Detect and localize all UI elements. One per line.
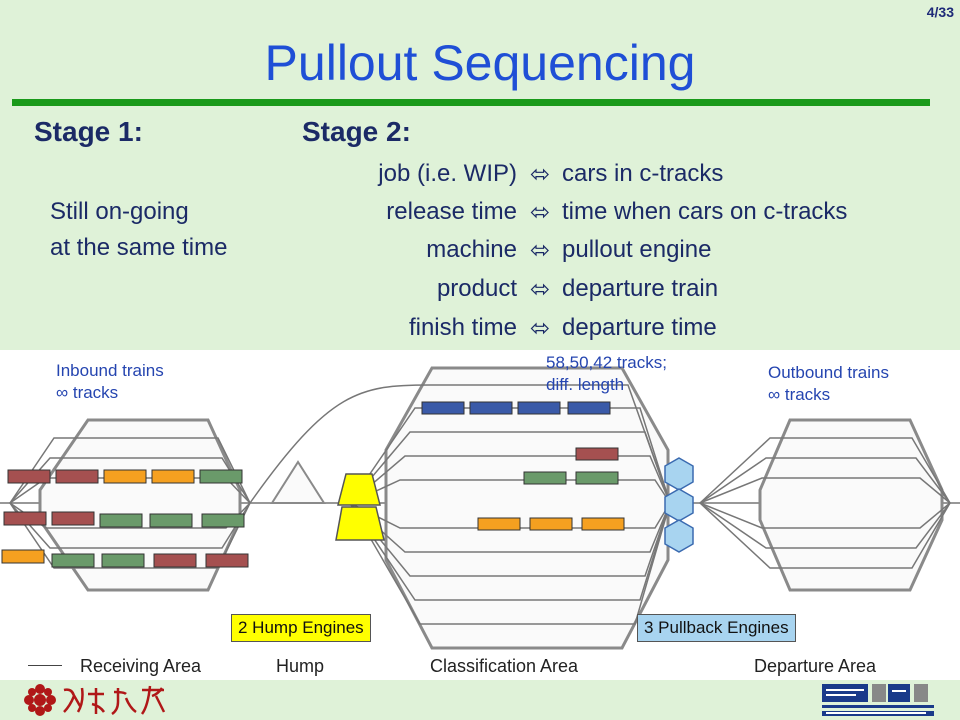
classification-label: 58,50,42 tracks; diff. length xyxy=(546,352,667,396)
informs-ras-logo xyxy=(822,684,934,716)
outbound-label-line1: Outbound trains xyxy=(768,363,889,382)
mapping-lhs: finish time xyxy=(408,314,517,341)
stage2-heading: Stage 2: xyxy=(302,116,411,147)
freight-car-orange xyxy=(477,517,521,531)
freight-car-blue xyxy=(421,401,465,415)
freight-car-green xyxy=(51,553,95,568)
mapping-rhs: time when cars on c-tracks xyxy=(562,198,848,225)
freight-car-red xyxy=(575,447,619,461)
classification-cars xyxy=(421,401,625,531)
double-arrow-icon: ⬄ xyxy=(529,199,551,226)
mapping-rhs: pullout engine xyxy=(562,236,712,263)
freight-car-green xyxy=(199,469,243,484)
rail-yard-drawing xyxy=(0,366,960,650)
inbound-cars-row1 xyxy=(7,469,243,484)
classification-label-line1: 58,50,42 tracks; xyxy=(546,353,667,372)
mapping-row-machine: machine ⬄ pullout engine xyxy=(0,236,960,266)
departure-yard-tracks xyxy=(699,437,951,569)
freight-car-red xyxy=(153,553,197,568)
double-arrow-icon: ⬄ xyxy=(529,161,551,188)
freight-car-red xyxy=(55,469,99,484)
freight-car-orange xyxy=(1,549,45,564)
mapping-lhs: job (i.e. WIP) xyxy=(378,160,517,187)
freight-car-orange xyxy=(581,517,625,531)
double-arrow-icon: ⬄ xyxy=(529,315,551,342)
freight-car-blue xyxy=(517,401,561,415)
mapping-row-finish-time: finish time ⬄ departure time xyxy=(0,314,960,344)
hump-engine-icons xyxy=(335,473,385,541)
mapping-row-product: product ⬄ departure train xyxy=(0,275,960,305)
freight-car-orange xyxy=(529,517,573,531)
pullback-engine-icon xyxy=(664,457,694,491)
mapping-lhs: product xyxy=(436,275,517,302)
mapping-rhs: departure time xyxy=(562,314,717,341)
freight-car-green xyxy=(99,513,143,528)
mapping-lhs: machine xyxy=(426,236,517,263)
hump-engine-icon xyxy=(337,473,381,506)
classification-label-line2: diff. length xyxy=(546,375,625,394)
freight-car-red xyxy=(205,553,249,568)
freight-car-green xyxy=(101,553,145,568)
inbound-label: Inbound trains ∞ tracks xyxy=(56,360,164,404)
inbound-cars-row2 xyxy=(3,511,245,528)
freight-car-red xyxy=(7,469,51,484)
mapping-row-release-time: release time ⬄ time when cars on c-track… xyxy=(0,198,960,228)
university-seal-logo xyxy=(24,684,166,716)
mapping-row-job: job (i.e. WIP) ⬄ cars in c-tracks xyxy=(0,160,960,190)
pullback-engines-label: 3 Pullback Engines xyxy=(637,614,796,642)
freight-car-red xyxy=(51,511,95,526)
freight-car-green xyxy=(149,513,193,528)
freight-car-blue xyxy=(567,401,611,415)
footer xyxy=(0,680,960,720)
inbound-cars-row3 xyxy=(1,549,249,568)
rail-yard-diagram xyxy=(0,350,960,680)
area-label-departure: Departure Area xyxy=(754,656,877,676)
footer-line xyxy=(28,665,62,666)
freight-car-red xyxy=(3,511,47,526)
pullback-engine-icons xyxy=(664,457,694,553)
freight-car-green xyxy=(201,513,245,528)
stage1-heading: Stage 1: xyxy=(34,116,143,147)
mapping-rhs: cars in c-tracks xyxy=(562,160,724,187)
hump-engines-label: 2 Hump Engines xyxy=(231,614,371,642)
pullback-engine-icon xyxy=(664,488,694,522)
freight-car-green xyxy=(575,471,619,485)
freight-car-green xyxy=(523,471,567,485)
freight-car-orange xyxy=(151,469,195,484)
freight-car-blue xyxy=(469,401,513,415)
inbound-label-line2: ∞ tracks xyxy=(56,383,119,402)
stage1-note-line1: Still on-going xyxy=(50,198,189,225)
area-label-receiving: Receiving Area xyxy=(80,656,202,676)
mapping-rhs: departure train xyxy=(562,275,719,302)
double-arrow-icon: ⬄ xyxy=(529,237,551,264)
mapping-lhs: release time xyxy=(386,198,517,225)
area-label-hump: Hump xyxy=(276,656,325,676)
hump-engine-icon xyxy=(335,506,385,541)
freight-car-orange xyxy=(103,469,147,484)
outbound-label-line2: ∞ tracks xyxy=(768,385,831,404)
pullback-engine-icon xyxy=(664,519,694,553)
slide-title: Pullout Sequencing xyxy=(264,35,696,91)
title-rule xyxy=(12,99,930,106)
outbound-label: Outbound trains ∞ tracks xyxy=(768,362,889,406)
page-number: 4/33 xyxy=(926,4,954,20)
area-label-classification: Classification Area xyxy=(430,656,579,676)
double-arrow-icon: ⬄ xyxy=(529,276,551,303)
hump-icon xyxy=(270,460,326,504)
stage1-note-line2: at the same time xyxy=(50,234,228,261)
inbound-label-line1: Inbound trains xyxy=(56,361,164,380)
